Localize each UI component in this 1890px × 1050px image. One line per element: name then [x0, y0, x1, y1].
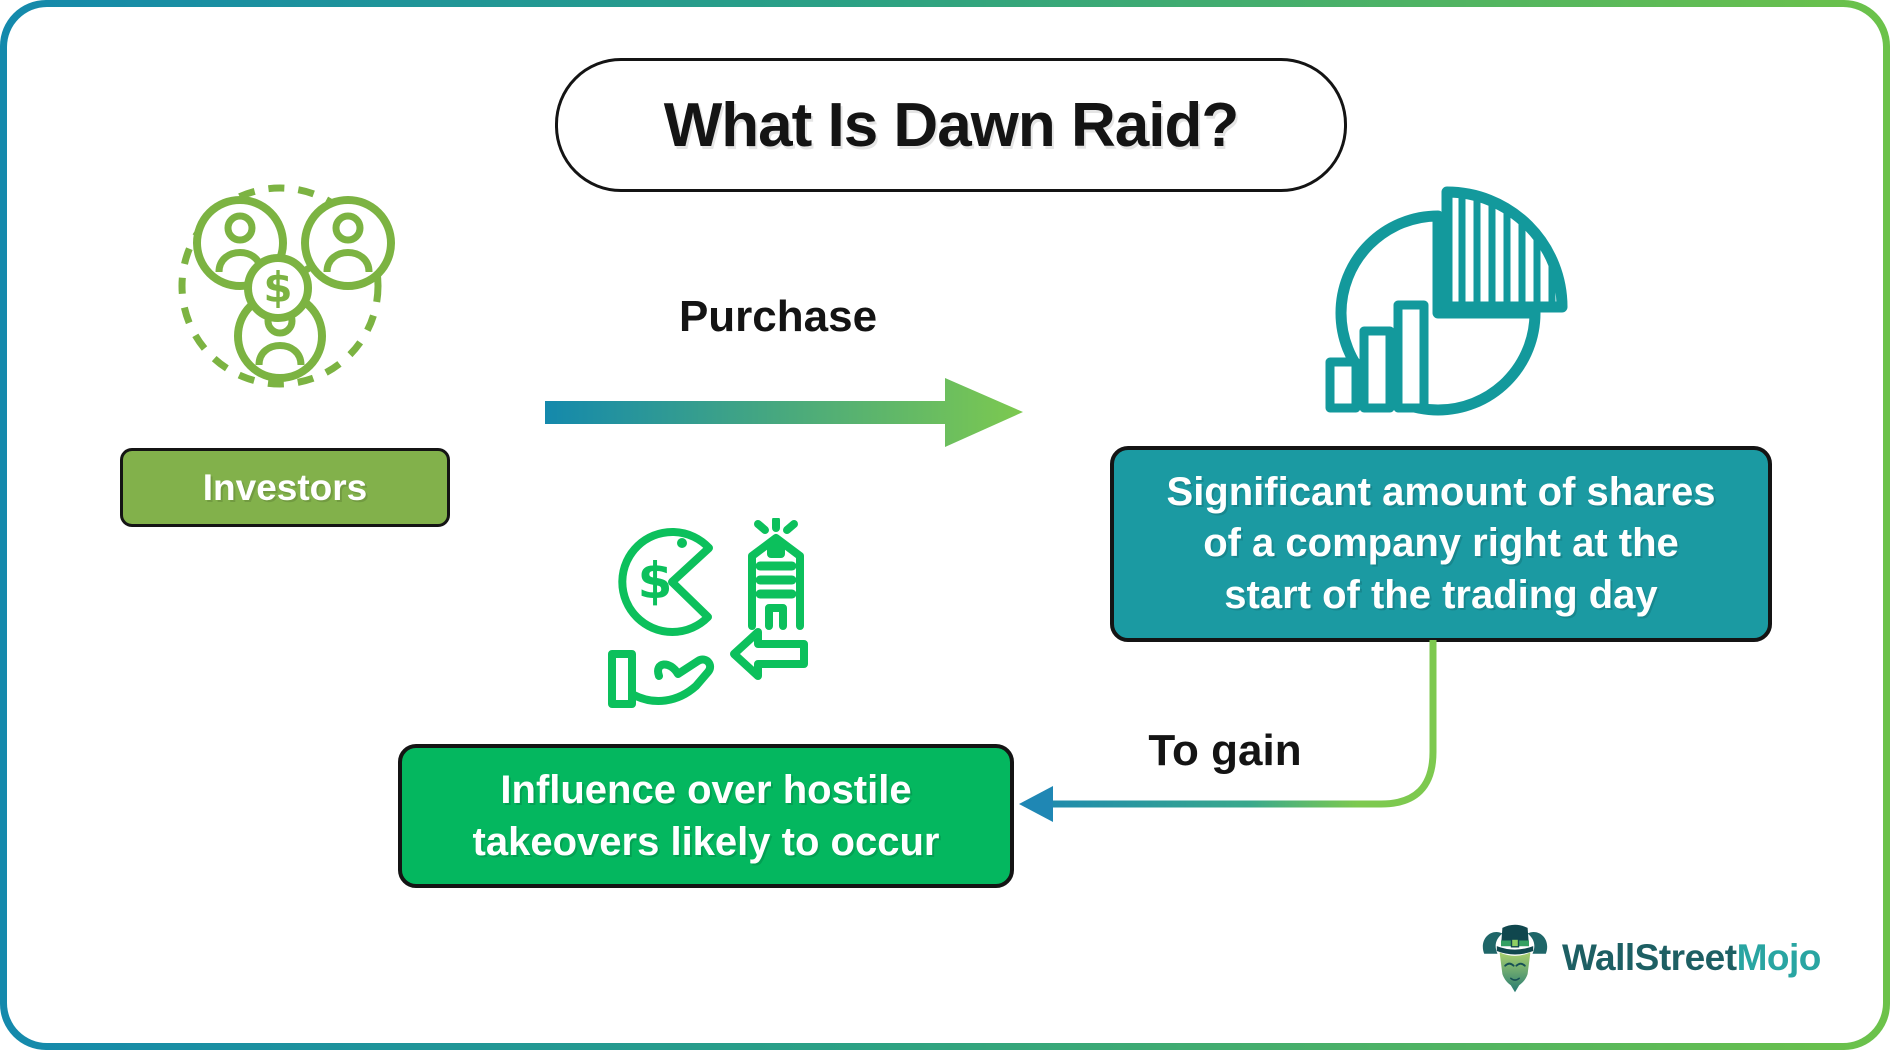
influence-text: Influence over hostile takeovers likely …	[472, 768, 940, 864]
influence-box: Influence over hostile takeovers likely …	[398, 744, 1014, 888]
brand-logo: WallStreetMojo	[1480, 922, 1821, 994]
investors-label: Investors	[202, 466, 368, 508]
shares-text: Significant amount of shares of a compan…	[1166, 470, 1716, 617]
dollar-glyph: $	[263, 263, 292, 312]
brand-name-part1: WallStreet	[1562, 937, 1737, 978]
purchase-arrow	[545, 378, 1023, 447]
to-gain-label: To gain	[1148, 726, 1302, 775]
shares-box: Significant amount of shares of a compan…	[1110, 446, 1772, 642]
investors-network-icon: $	[178, 184, 395, 388]
brand-name: WallStreetMojo	[1562, 937, 1821, 979]
title-pill: What Is Dawn Raid?	[555, 58, 1347, 192]
page-title: What Is Dawn Raid?	[663, 90, 1239, 160]
coin-dollar-glyph: $	[638, 552, 673, 610]
money-building-exchange-icon: $	[608, 518, 808, 708]
purchase-label: Purchase	[678, 292, 878, 341]
brand-name-part2: Mojo	[1736, 937, 1822, 978]
pie-bar-chart-icon	[1325, 186, 1568, 416]
investors-box: Investors	[120, 448, 450, 527]
to-gain-connector-arrow	[1019, 640, 1437, 822]
wallstreetmojo-bull-icon	[1482, 924, 1548, 993]
